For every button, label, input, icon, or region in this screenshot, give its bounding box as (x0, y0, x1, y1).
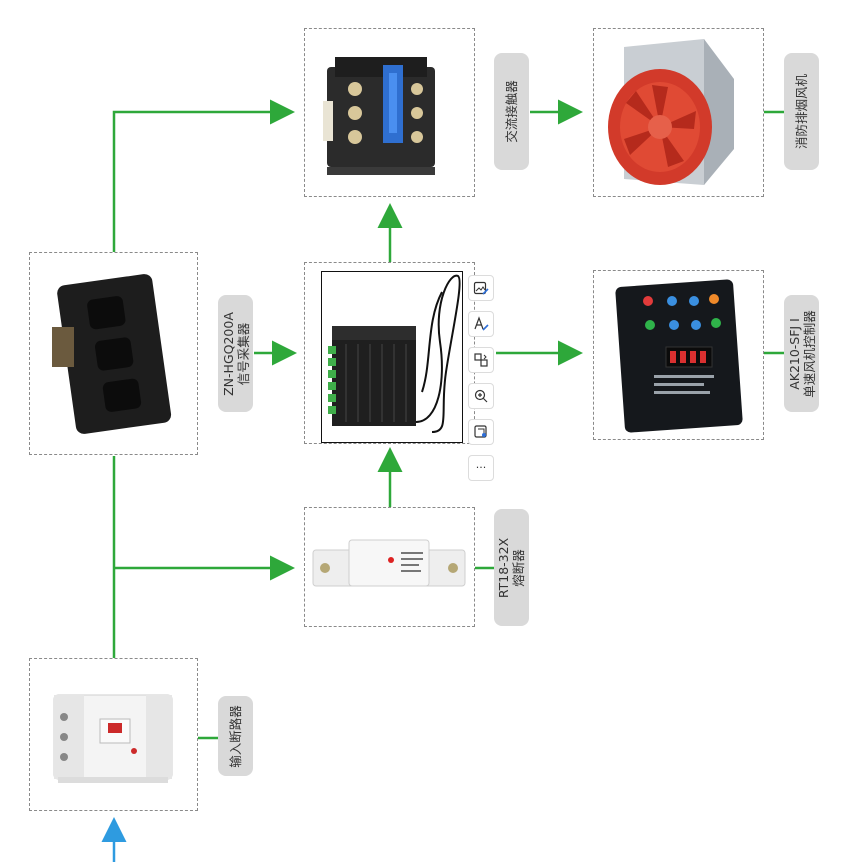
more-button[interactable]: ··· (468, 455, 494, 481)
module-image (328, 274, 461, 433)
label-fan: 消防排烟风机 (784, 53, 819, 170)
contactor-image (323, 57, 435, 175)
collector-image (52, 274, 172, 434)
text-edit-icon (474, 316, 489, 331)
image-edit-button[interactable] (468, 275, 494, 301)
image-toolbar: ··· (468, 275, 496, 491)
replace-image-button[interactable] (468, 347, 494, 373)
fuse-box (304, 507, 475, 627)
fuse-image (312, 539, 466, 587)
label-controller: AK210-SFJ Ⅰ 单速风机控制器 (784, 295, 819, 412)
label-controller-text: AK210-SFJ Ⅰ 单速风机控制器 (786, 309, 817, 398)
label-breaker-text: 输入断路器 (228, 704, 244, 768)
controller-image (615, 279, 743, 433)
label-contactor-text: 交流接触器 (504, 80, 520, 143)
label-breaker: 输入断路器 (218, 696, 253, 776)
fan-box (593, 28, 764, 197)
label-fan-text: 消防排烟风机 (794, 73, 810, 150)
collector-box (29, 252, 198, 455)
image-edit-icon (473, 281, 489, 295)
breaker-image (53, 694, 173, 783)
selected-image-frame[interactable] (321, 271, 463, 443)
line-collector-to-contactor (112, 99, 295, 252)
controller-box (593, 270, 764, 440)
replace-image-icon (474, 353, 488, 367)
crop-icon (474, 425, 487, 438)
crop-button[interactable] (468, 419, 494, 445)
breaker-box (29, 658, 198, 811)
zoom-in-icon (474, 389, 488, 403)
contactor-box (304, 28, 475, 197)
more-icon: ··· (475, 461, 487, 474)
label-collector-text: ZN-HGQ200A 信号采集器 (220, 311, 251, 396)
zoom-in-button[interactable] (468, 383, 494, 409)
label-contactor: 交流接触器 (494, 53, 529, 170)
label-collector: ZN-HGQ200A 信号采集器 (218, 295, 253, 412)
label-fuse-text: RT18-32X 熔断器 (496, 537, 527, 598)
label-fuse: RT18-32X 熔断器 (494, 509, 529, 626)
fan-image (608, 39, 734, 185)
text-edit-button[interactable] (468, 311, 494, 337)
